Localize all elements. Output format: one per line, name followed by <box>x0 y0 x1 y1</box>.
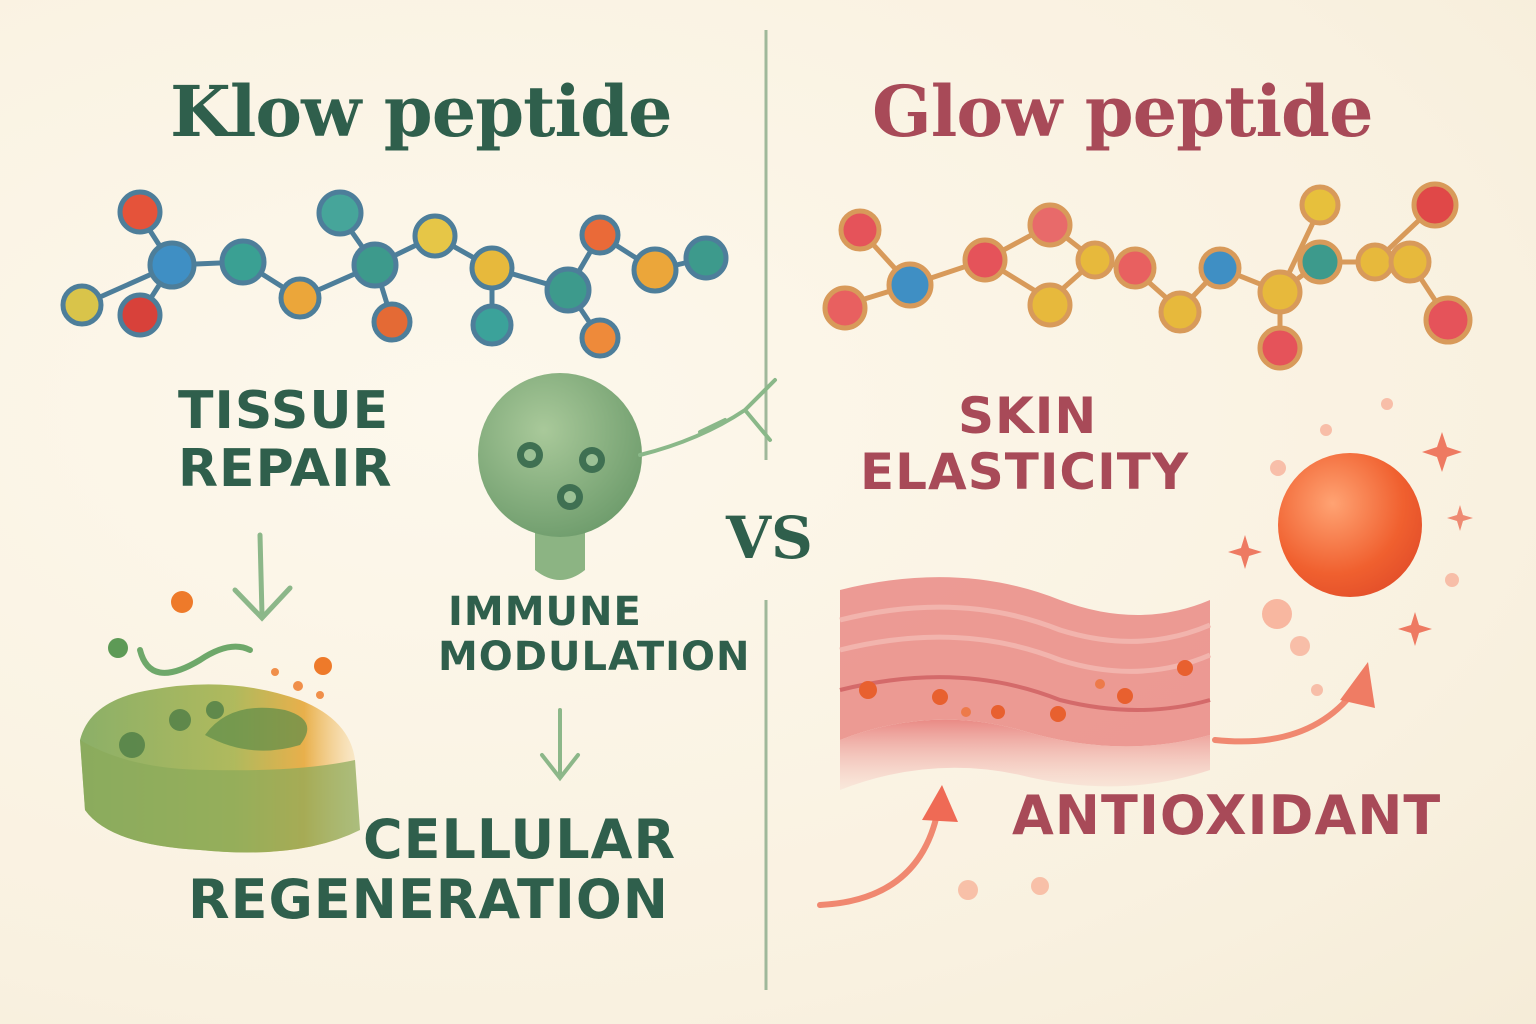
arrow-up-icon <box>1212 662 1375 745</box>
arrow-up-icon <box>817 785 958 908</box>
glow-molecule-icon <box>822 181 1473 371</box>
skin-elasticity-label: SKIN ELASTICITY <box>860 387 1190 501</box>
arrow-down-icon <box>540 708 580 782</box>
klow-molecule-icon <box>60 189 729 359</box>
immune-modulation-label: IMMUNE MODULATION <box>438 589 751 680</box>
vs-label: VS <box>726 504 813 572</box>
antioxidant-label: ANTIOXIDANT <box>1012 784 1442 847</box>
immune-cell-icon <box>478 373 777 580</box>
cellular-regeneration-label: CELLULAR REGENERATION <box>188 808 677 932</box>
arrow-down-icon <box>232 532 293 622</box>
molecule-strand-icon <box>108 591 332 699</box>
tissue-repair-label: TISSUE REPAIR <box>178 381 393 500</box>
skin-layers-icon <box>839 577 1211 790</box>
glow-title: Glow peptide <box>872 70 1374 153</box>
klow-title: Klow peptide <box>170 70 673 153</box>
tissue-block-icon <box>80 684 360 853</box>
antioxidant-orb-icon <box>958 398 1473 900</box>
